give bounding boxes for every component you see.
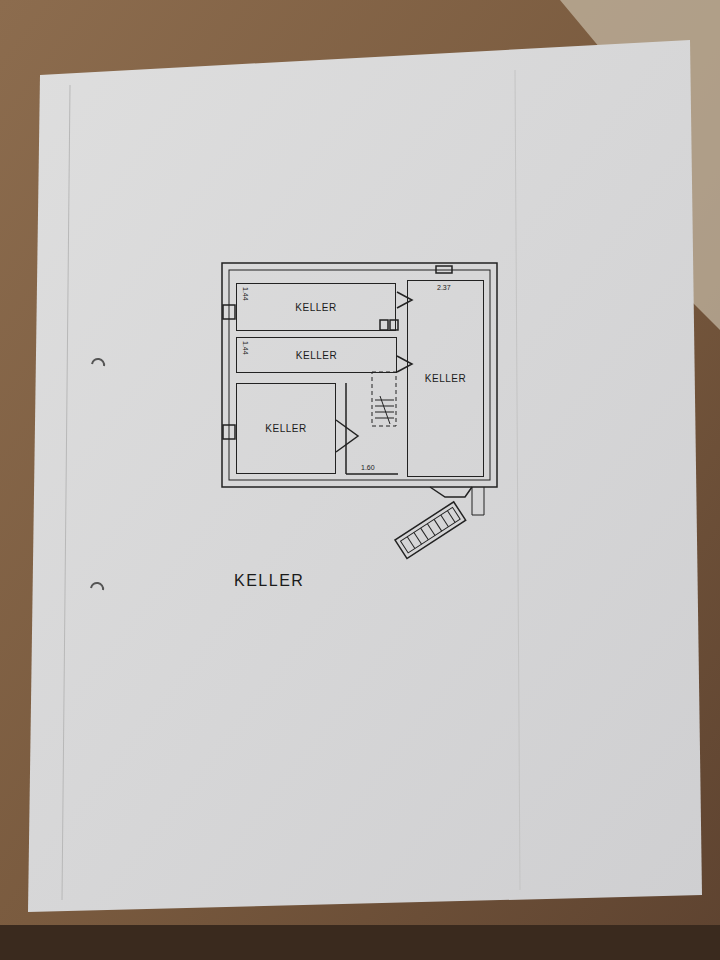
paper-sheet <box>28 40 702 912</box>
room-label: KELLER <box>425 373 466 384</box>
dimension-label: 1.60 <box>361 464 375 471</box>
dimension-label: 1.44 <box>242 341 249 355</box>
floor-edge <box>0 925 720 960</box>
wall-stub <box>472 487 484 515</box>
dimension-label: 1.44 <box>242 287 249 301</box>
chimney <box>390 320 398 330</box>
basement-room: KELLER <box>407 280 484 477</box>
door <box>397 292 412 308</box>
window <box>436 266 452 273</box>
basement-room: KELLER <box>236 283 396 331</box>
chimney <box>380 320 388 330</box>
basement-room: KELLER <box>236 383 336 474</box>
stair-step <box>375 400 394 401</box>
room-label: KELLER <box>265 423 306 434</box>
dimension-label: 2.37 <box>437 284 451 291</box>
stair-step <box>375 418 394 419</box>
punch-hole <box>91 583 103 590</box>
margin-line <box>62 85 70 900</box>
stair-step <box>375 406 394 407</box>
basement-room: KELLER <box>236 337 397 373</box>
outer-wall <box>222 263 497 487</box>
punch-hole <box>92 359 104 366</box>
corridor-wall <box>346 473 398 475</box>
door <box>430 487 472 497</box>
floor-plan <box>222 263 497 558</box>
door <box>336 420 358 452</box>
exterior-stairs <box>395 502 466 559</box>
room-label: KELLER <box>296 350 337 361</box>
room-label: KELLER <box>295 302 336 313</box>
corridor-wall <box>345 383 347 474</box>
window <box>223 425 235 439</box>
stair-arrow <box>380 396 390 424</box>
door <box>397 356 412 372</box>
stair-opening <box>372 372 396 426</box>
margin-line <box>515 70 520 890</box>
window <box>223 305 235 319</box>
stair-step <box>375 412 394 413</box>
inner-wall <box>229 270 490 480</box>
plan-title: KELLER <box>234 572 304 590</box>
